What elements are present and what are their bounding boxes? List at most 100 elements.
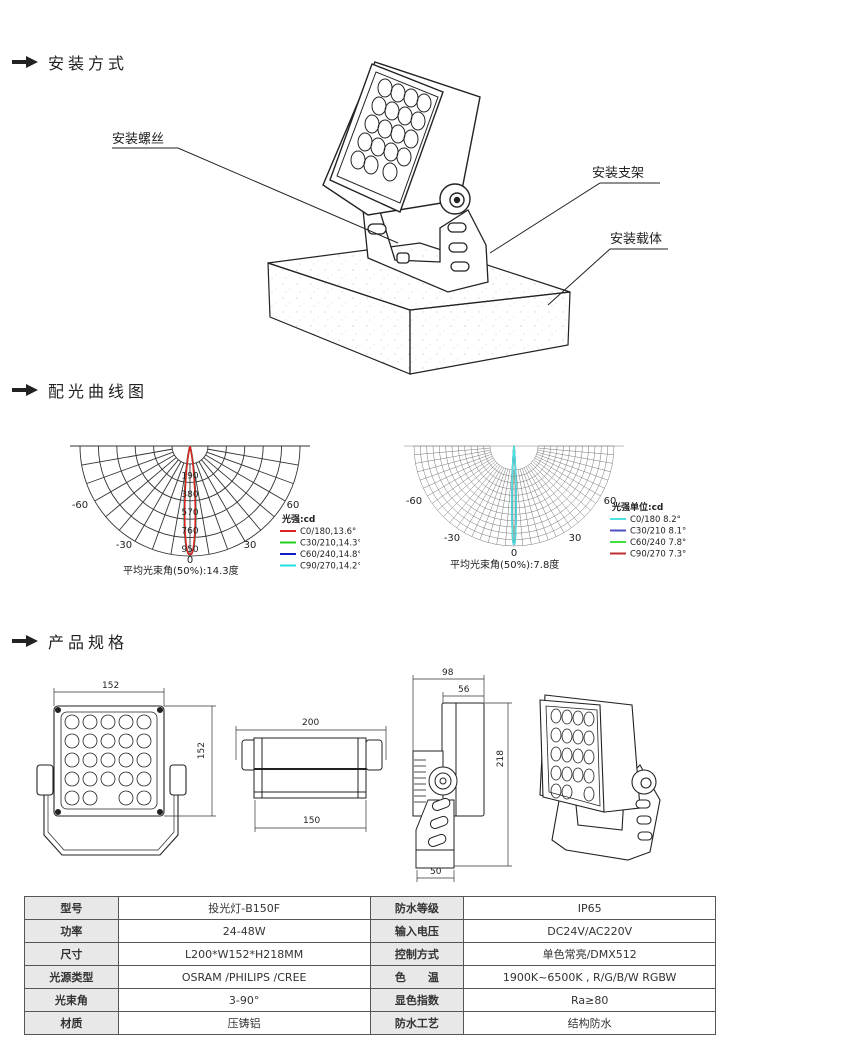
polar-spoke [134, 461, 182, 542]
spec-value: 3-90° [117, 988, 371, 1012]
polar-spoke [170, 463, 188, 555]
angle-tick-label: 0 [511, 548, 517, 559]
spec-label: 型号 [24, 896, 119, 920]
callout-screw: 安装螺丝 [112, 132, 165, 147]
chart-caption: 平均光束角(50%):7.8度 [450, 558, 559, 571]
dim-side-height: 218 [496, 750, 506, 768]
spec-value: 单色常亮/DMX512 [463, 942, 716, 966]
spec-label: 控制方式 [369, 942, 465, 966]
spec-value: 压铸铝 [117, 1011, 371, 1035]
polar-spoke [530, 462, 585, 517]
dim-side-base: 50 [430, 867, 442, 877]
legend-entry: C60/240 7.8° [630, 538, 686, 548]
polar-spoke [437, 461, 496, 511]
legend-entry: C60/240,14.8° [300, 550, 360, 560]
polar-spoke [519, 469, 541, 543]
legend-entry: C90/270,14.2° [300, 562, 360, 572]
spec-label: 材质 [24, 1011, 119, 1035]
top-dim-lines [235, 726, 387, 832]
polar-spoke [521, 468, 549, 541]
polar-series-line [511, 445, 517, 545]
legend-entry: C30/210,14.3° [300, 539, 360, 549]
spec-value: L200*W152*H218MM [117, 942, 371, 966]
spec-label: 光束角 [24, 988, 119, 1012]
lamp-head [322, 61, 481, 216]
spec-value: DC24V/AC220V [463, 919, 716, 943]
spec-value: IP65 [463, 896, 716, 920]
polar-spoke [523, 467, 557, 537]
polar-spoke [415, 449, 491, 464]
front-view [36, 705, 187, 856]
polar-spoke [525, 466, 565, 533]
polar-spoke [105, 457, 177, 518]
polar-spoke [471, 467, 505, 537]
section-installation: 安装方式 [12, 50, 128, 74]
polar-spoke [192, 463, 210, 555]
dim-top-inner: 150 [303, 816, 321, 826]
polar-spoke [505, 469, 513, 546]
angle-tick-label: -30 [116, 540, 132, 551]
angle-tick-label: 30 [244, 540, 257, 551]
dim-side-depth: 98 [442, 668, 454, 678]
polar-spoke [463, 466, 503, 533]
arrow-right-icon [12, 635, 38, 647]
polar-spoke [151, 462, 185, 550]
dim-front-width: 152 [102, 681, 120, 691]
polar-spoke [431, 459, 495, 504]
polar-spoke [534, 457, 601, 497]
spec-label: 防水工艺 [369, 1011, 465, 1035]
section-specification: 产品规格 [12, 629, 128, 653]
spec-value: Ra≥80 [463, 988, 716, 1012]
polar-spoke [423, 455, 493, 489]
section-title: 配光曲线图 [48, 382, 149, 401]
legend-entry: C0/180,13.6° [300, 527, 356, 537]
legend-entry: C90/270 7.3° [630, 550, 686, 560]
polar-spoke [94, 454, 175, 502]
polar-spoke [496, 469, 511, 545]
spec-label: 输入电压 [369, 919, 465, 943]
polar-spoke [537, 449, 613, 464]
angle-tick-label: 60 [287, 500, 300, 511]
dim-front-height: 152 [197, 742, 207, 760]
section-title: 产品规格 [48, 633, 129, 652]
polar-spoke [207, 448, 299, 466]
polar-spoke [195, 462, 229, 550]
unit-label: 光强单位:cd [611, 501, 663, 513]
polar-spoke [417, 451, 491, 473]
spec-label: 尺寸 [24, 942, 119, 966]
polar-spoke [419, 453, 492, 481]
front-dim-lines [53, 688, 216, 817]
polar-spoke [449, 464, 499, 523]
spec-label: 功率 [24, 919, 119, 943]
spec-label: 色 温 [369, 965, 465, 989]
chart-caption: 平均光束角(50%):14.3度 [123, 564, 239, 577]
polar-spoke [427, 457, 494, 497]
spec-value: 结构防水 [463, 1011, 716, 1035]
spec-value: 24-48W [117, 919, 371, 943]
perspective-view [539, 694, 661, 861]
dim-side-body: 56 [458, 685, 470, 695]
angle-tick-label: 60 [604, 496, 617, 507]
polar-spoke [537, 451, 611, 473]
polar-spoke [536, 453, 609, 481]
side-dim-lines [412, 675, 512, 882]
polar-spoke [532, 461, 591, 511]
dim-top-width: 200 [302, 718, 320, 728]
angle-tick-label: -60 [406, 496, 422, 507]
spec-row: 材质压铸铝防水工艺结构防水 [24, 1011, 716, 1035]
polar-spoke [205, 454, 286, 502]
polar-spoke [535, 455, 605, 489]
polar-spoke [81, 448, 173, 466]
legend-entry: C0/180 8.2° [630, 515, 681, 525]
spec-label: 光源类型 [24, 965, 119, 989]
polar-spoke [206, 451, 294, 485]
angle-tick-label: 30 [569, 533, 582, 544]
installation-illustration [112, 61, 668, 375]
top-view [241, 737, 383, 799]
arrow-right-icon [12, 384, 38, 396]
